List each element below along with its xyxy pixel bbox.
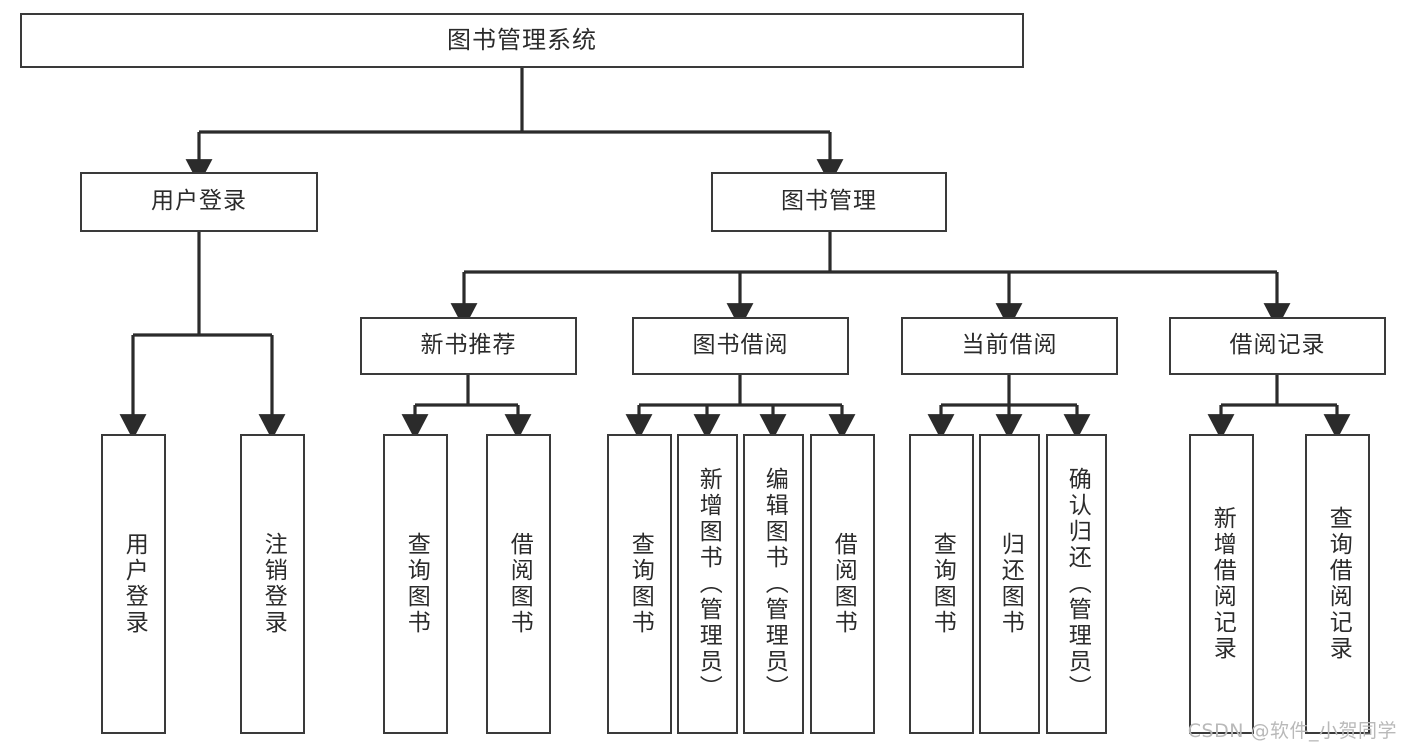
node-user-login[interactable]: 用户登录 xyxy=(80,172,318,232)
leaf-borrow-record-query[interactable]: 查询借阅记录 xyxy=(1305,434,1370,734)
leaf-label: 确认归还（管理员） xyxy=(1064,467,1091,701)
leaf-label: 查询图书 xyxy=(929,532,956,636)
node-book-management[interactable]: 图书管理 xyxy=(711,172,947,232)
leaf-label: 编辑图书（管理员） xyxy=(761,467,788,701)
leaf-user-login-signout[interactable]: 注销登录 xyxy=(240,434,305,734)
leaf-current-borrow-return[interactable]: 归还图书 xyxy=(979,434,1040,734)
csdn-watermark: CSDN @软件_小贺同学 xyxy=(1187,720,1397,742)
leaf-label: 查询图书 xyxy=(403,532,430,636)
node-current-borrow[interactable]: 当前借阅 xyxy=(901,317,1118,375)
node-root-system[interactable]: 图书管理系统 xyxy=(20,13,1024,68)
leaf-label: 注销登录 xyxy=(260,532,287,636)
leaf-label: 新增图书（管理员） xyxy=(695,467,722,701)
leaf-book-borrow-edit[interactable]: 编辑图书（管理员） xyxy=(743,434,804,734)
leaf-label: 归还图书 xyxy=(997,532,1024,636)
leaf-book-borrow-lend[interactable]: 借阅图书 xyxy=(810,434,875,734)
leaf-new-book-query[interactable]: 查询图书 xyxy=(383,434,448,734)
leaf-borrow-record-add[interactable]: 新增借阅记录 xyxy=(1189,434,1254,734)
node-borrow-record[interactable]: 借阅记录 xyxy=(1169,317,1386,375)
leaf-label: 新增借阅记录 xyxy=(1209,506,1236,662)
leaf-label: 借阅图书 xyxy=(830,532,857,636)
leaf-label: 查询借阅记录 xyxy=(1325,506,1352,662)
node-new-book-recommend[interactable]: 新书推荐 xyxy=(360,317,577,375)
leaf-label: 查询图书 xyxy=(627,532,654,636)
leaf-current-borrow-confirm-return[interactable]: 确认归还（管理员） xyxy=(1046,434,1107,734)
leaf-label: 用户登录 xyxy=(121,532,148,636)
node-book-borrow[interactable]: 图书借阅 xyxy=(632,317,849,375)
leaf-book-borrow-add[interactable]: 新增图书（管理员） xyxy=(677,434,738,734)
leaf-current-borrow-query[interactable]: 查询图书 xyxy=(909,434,974,734)
leaf-book-borrow-query[interactable]: 查询图书 xyxy=(607,434,672,734)
leaf-label: 借阅图书 xyxy=(506,532,533,636)
leaf-user-login-signin[interactable]: 用户登录 xyxy=(101,434,166,734)
leaf-new-book-borrow[interactable]: 借阅图书 xyxy=(486,434,551,734)
